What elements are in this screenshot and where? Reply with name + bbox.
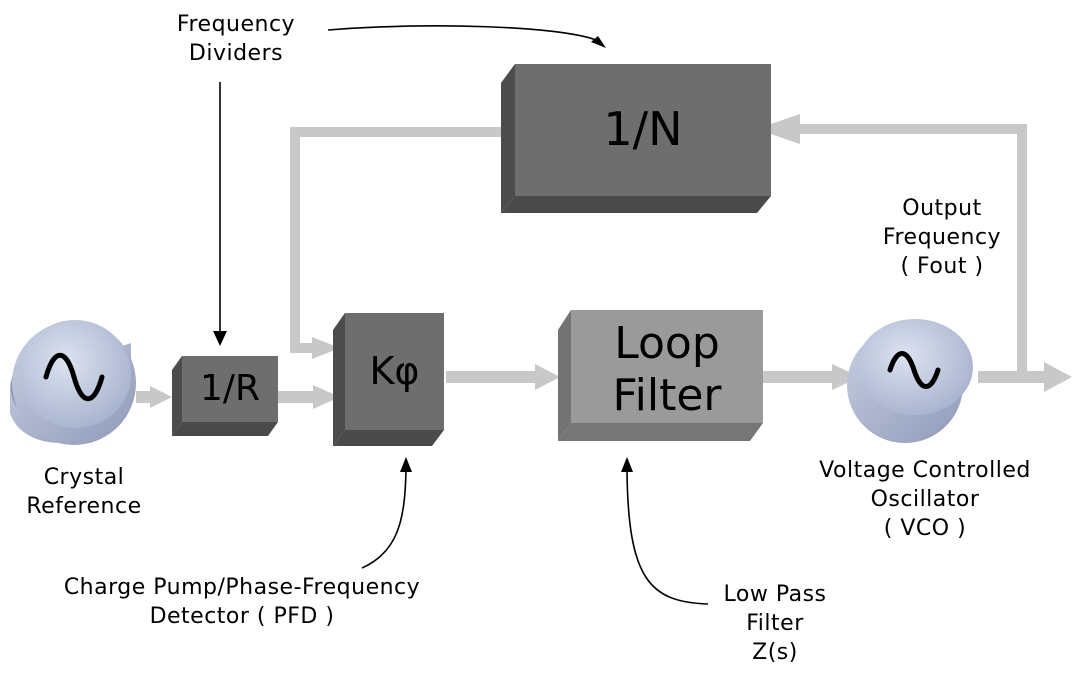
- divider-n-block: [501, 64, 771, 213]
- vco-output-head: [1044, 362, 1072, 392]
- feedback-top-left: [290, 127, 510, 137]
- divider-r-label: 1/R: [199, 368, 261, 409]
- annotation-arrows: [213, 25, 709, 605]
- feedback-arrowhead-into-pfd: [312, 337, 340, 359]
- sine-wave-icon: [43, 353, 105, 401]
- pfd-to-filter-head: [535, 364, 560, 390]
- pfd-label: Kφ: [369, 349, 420, 393]
- vco-label: Voltage Controlled Oscillator ( VCO ): [819, 458, 1031, 541]
- vco-output: [978, 371, 1046, 383]
- feedback-riser-left: [290, 127, 300, 353]
- low-pass-filter-label: Low Pass Filter Z(s): [723, 582, 827, 665]
- feedback-top-right: [795, 124, 1027, 134]
- loop-filter-label: Loop Filter: [612, 318, 722, 421]
- divider-r-block: [172, 356, 278, 436]
- filter-to-vco-head: [832, 364, 860, 390]
- crystal-to-r-head: [150, 386, 172, 408]
- pfd-to-filter: [446, 371, 538, 383]
- output-frequency-label: Output Frequency ( Fout ): [882, 196, 1002, 279]
- vco-oscillator: [847, 319, 973, 443]
- r-to-pfd-head: [313, 385, 340, 409]
- feedback-riser-right: [1017, 124, 1027, 377]
- divider-n-label: 1/N: [603, 102, 683, 156]
- charge-pump-label: Charge Pump/Phase-Frequency Detector ( P…: [63, 575, 421, 629]
- frequency-dividers-label: Frequency Dividers: [176, 12, 296, 66]
- loop-filter-block: [558, 310, 763, 441]
- filter-to-vco: [763, 371, 835, 383]
- crystal-reference-label: Crystal Reference: [26, 465, 142, 519]
- feedback-arrowhead-into-n: [756, 114, 800, 144]
- crystal-oscillator: [10, 320, 136, 445]
- pfd-block: [333, 313, 444, 446]
- feedback-into-pfd: [290, 343, 314, 353]
- crystal-to-r: [136, 391, 152, 403]
- flow-arrows: [136, 114, 1072, 409]
- r-to-pfd: [275, 391, 315, 403]
- sine-wave-icon: [887, 351, 941, 389]
